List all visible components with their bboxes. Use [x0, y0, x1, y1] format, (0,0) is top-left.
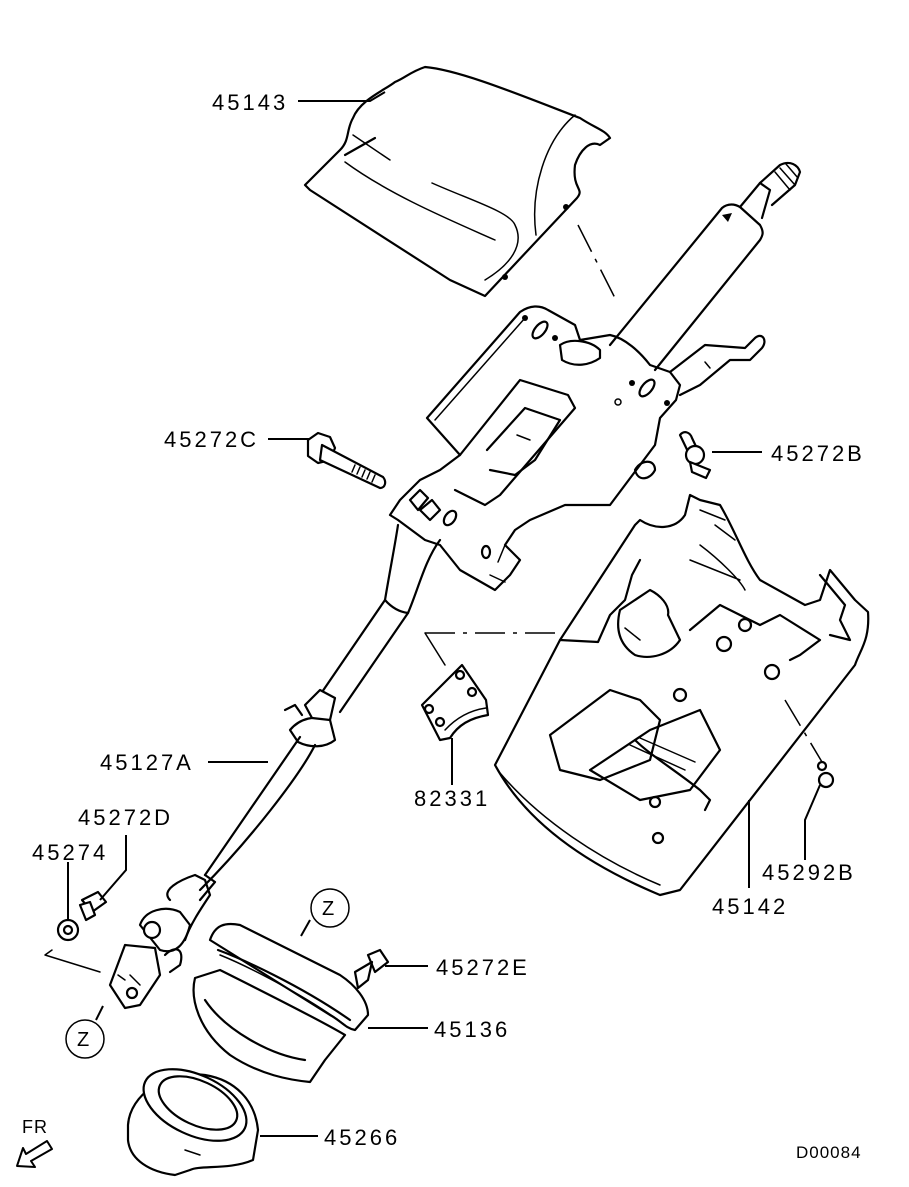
bolt-45272e	[353, 948, 390, 990]
callout-45272c: 45272C	[164, 427, 259, 452]
detail-marker-z-lower-text: Z	[77, 1029, 90, 1051]
callout-45272b: 45272B	[771, 441, 865, 466]
callout-45272e: 45272E	[436, 955, 530, 980]
front-arrow-icon	[16, 1140, 53, 1168]
detail-marker-z-upper-text: Z	[322, 898, 335, 920]
intermediate-shaft-45127a	[198, 523, 442, 902]
callout-82331: 82331	[414, 786, 490, 811]
part-45143-upper-cover	[303, 65, 612, 298]
callout-45143: 45143	[212, 90, 288, 115]
detail-marker-z-lower: Z	[65, 1019, 105, 1059]
callout-45266: 45266	[324, 1125, 400, 1150]
callout-45142: 45142	[712, 894, 788, 919]
column-bracket	[388, 305, 766, 592]
front-direction-label: FR	[22, 1117, 48, 1137]
screw-45292b	[816, 760, 835, 789]
bolt-45272c	[306, 431, 387, 490]
bracket-reference-leader	[424, 632, 446, 666]
boot-cover-45136	[192, 922, 370, 1084]
bolt-45272b	[678, 431, 712, 480]
upper-shaft-tube	[608, 161, 802, 372]
part-45142-lower-cover	[493, 493, 870, 897]
callout-45272d: 45272D	[78, 805, 173, 830]
callout-45127a: 45127A	[100, 750, 194, 775]
bolt-45272d	[78, 890, 108, 922]
bracket-82331	[420, 663, 490, 742]
callout-45136: 45136	[434, 1017, 510, 1042]
callout-45274: 45274	[32, 840, 108, 865]
nut-45274	[56, 918, 80, 942]
callout-45292b: 45292B	[762, 860, 856, 885]
grommet-45266	[126, 1068, 260, 1177]
detail-marker-z-upper: Z	[310, 888, 350, 928]
joint-reference-line	[44, 949, 101, 973]
screw-alignment-line	[784, 699, 823, 763]
universal-joint	[108, 873, 212, 1010]
front-direction-indicator: FR	[16, 1117, 53, 1168]
leader-lines	[67, 91, 821, 1137]
cover-alignment-line	[577, 224, 618, 303]
drawing-id: D00084	[796, 1143, 862, 1162]
